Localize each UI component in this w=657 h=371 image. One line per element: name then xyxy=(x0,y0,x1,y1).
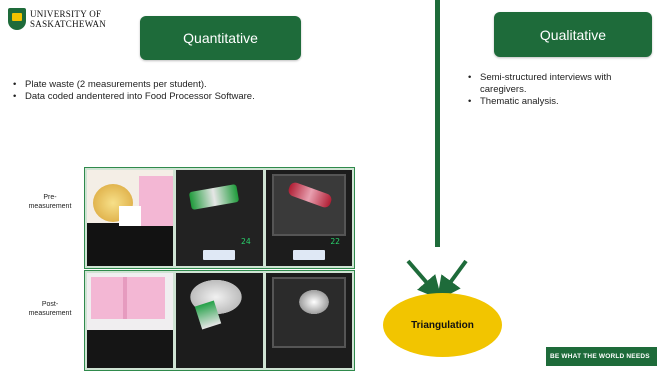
university-shield-icon xyxy=(8,8,26,30)
quantitative-bullet-list: Plate waste (2 measurements per student)… xyxy=(11,79,341,103)
scale-display-icon: 22 xyxy=(330,237,340,246)
scale-display-icon: 24 xyxy=(241,237,251,246)
logo-text-line2: SASKATCHEWAN xyxy=(30,19,107,29)
logo-text-line1: UNIVERSITY OF xyxy=(30,9,102,19)
quantitative-heading-box: Quantitative xyxy=(140,16,301,60)
scale-tag-icon xyxy=(292,250,325,260)
qualitative-title: Qualitative xyxy=(539,26,607,43)
qualitative-bullet: Semi-structured interviews with caregive… xyxy=(466,72,651,96)
section-divider xyxy=(435,0,440,247)
pre-measurement-photos: 24 22 xyxy=(84,167,355,269)
triangulation-arrows xyxy=(406,259,468,300)
post-measurement-label: Post- measurement xyxy=(28,301,72,317)
quantitative-bullet: Data coded andentered into Food Processo… xyxy=(11,91,341,103)
post-photo-foil xyxy=(265,273,352,368)
post-photo-box xyxy=(87,273,174,368)
quantitative-bullet: Plate waste (2 measurements per student)… xyxy=(11,79,341,91)
triangulation-ellipse: Triangulation xyxy=(383,293,502,357)
pre-photo-snack: 24 xyxy=(176,170,263,266)
qualitative-heading-box: Qualitative xyxy=(494,12,652,57)
slogan-text: BE WHAT THE WORLD NEEDS xyxy=(550,353,650,360)
qualitative-bullet: Thematic analysis. xyxy=(466,96,651,108)
pre-photo-meat: 22 xyxy=(265,170,352,266)
right-arrow-icon xyxy=(436,259,468,300)
university-logo: UNIVERSITY OF SASKATCHEWAN xyxy=(8,8,128,32)
pre-measurement-label: Pre- measurement xyxy=(28,194,72,210)
post-measurement-photos xyxy=(84,270,355,371)
post-photo-wrapper xyxy=(176,273,263,368)
triangulation-label: Triangulation xyxy=(411,319,474,331)
quantitative-title: Quantitative xyxy=(183,30,258,46)
scale-tag-icon xyxy=(203,250,236,260)
left-arrow-icon xyxy=(406,259,442,300)
pre-photo-bun xyxy=(87,170,174,266)
qualitative-bullet-list: Semi-structured interviews with caregive… xyxy=(466,72,651,108)
slogan-banner: BE WHAT THE WORLD NEEDS xyxy=(546,347,657,366)
